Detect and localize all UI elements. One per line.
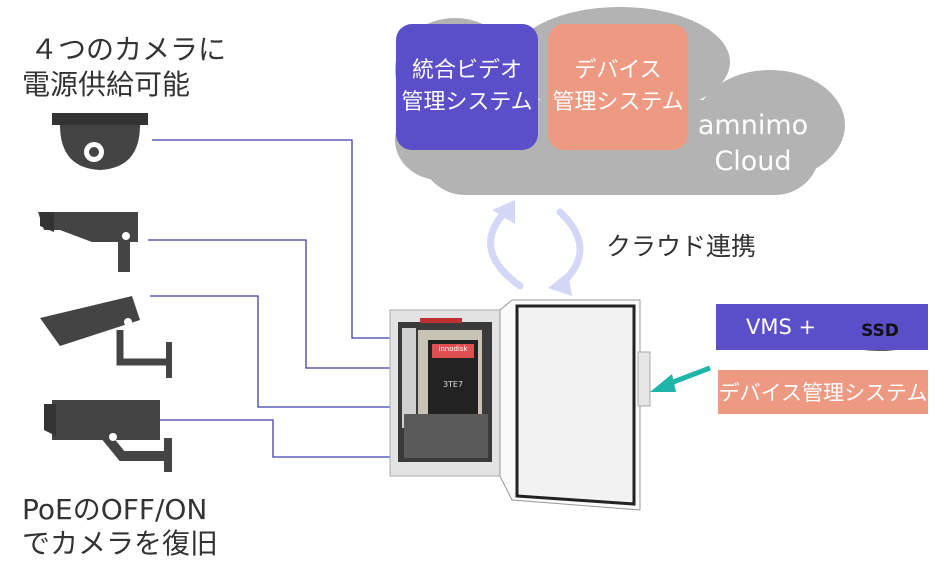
poe-caption-line1: PoEのOFF/ON <box>22 493 208 526</box>
ssd-card-brand: innodisk <box>438 345 468 353</box>
sync-arrow-up-head <box>492 200 515 224</box>
sync-arrow-down-head <box>548 272 572 296</box>
ssd-card-model: 3TE7 <box>442 380 464 389</box>
power-caption-line1: ４つのカメラに <box>30 33 227 66</box>
cloud-brand-line2: Cloud <box>714 146 792 177</box>
pointer-arrow-head <box>650 374 676 392</box>
vms-box-line1: 統合ビデオ <box>411 58 522 83</box>
ssd-label: SSD <box>861 321 899 341</box>
dome-camera-icon <box>52 113 148 170</box>
vms-box-line2: 管理システム <box>401 90 533 115</box>
dms-box-line1: デバイス <box>574 58 662 83</box>
camera-wires <box>148 139 392 458</box>
vms-ssd-tag: VMS + <box>716 304 928 350</box>
sync-label: クラウド連携 <box>606 232 757 261</box>
vms-tag-label: VMS + <box>746 315 817 339</box>
large-camera-icon <box>44 400 172 472</box>
pointer-arrow-shaft <box>667 365 711 387</box>
cloud-brand-line1: amnimo <box>697 110 809 141</box>
vms-box: 統合ビデオ 管理システム <box>396 24 538 150</box>
dms-tag: デバイス管理システム <box>718 370 928 414</box>
dms-box: デバイス 管理システム <box>548 24 688 150</box>
poe-caption-line2: でカメラを復旧 <box>22 527 219 560</box>
dms-box-line2: 管理システム <box>552 90 684 115</box>
enclosure-image <box>389 299 651 511</box>
power-caption-line2: 電源供給可能 <box>22 68 191 101</box>
box-camera-icon <box>38 212 138 272</box>
cloud-brand: amnimo Cloud <box>695 108 811 180</box>
dms-tag-label: デバイス管理システム <box>718 381 928 405</box>
bullet-camera-icon <box>40 296 172 378</box>
